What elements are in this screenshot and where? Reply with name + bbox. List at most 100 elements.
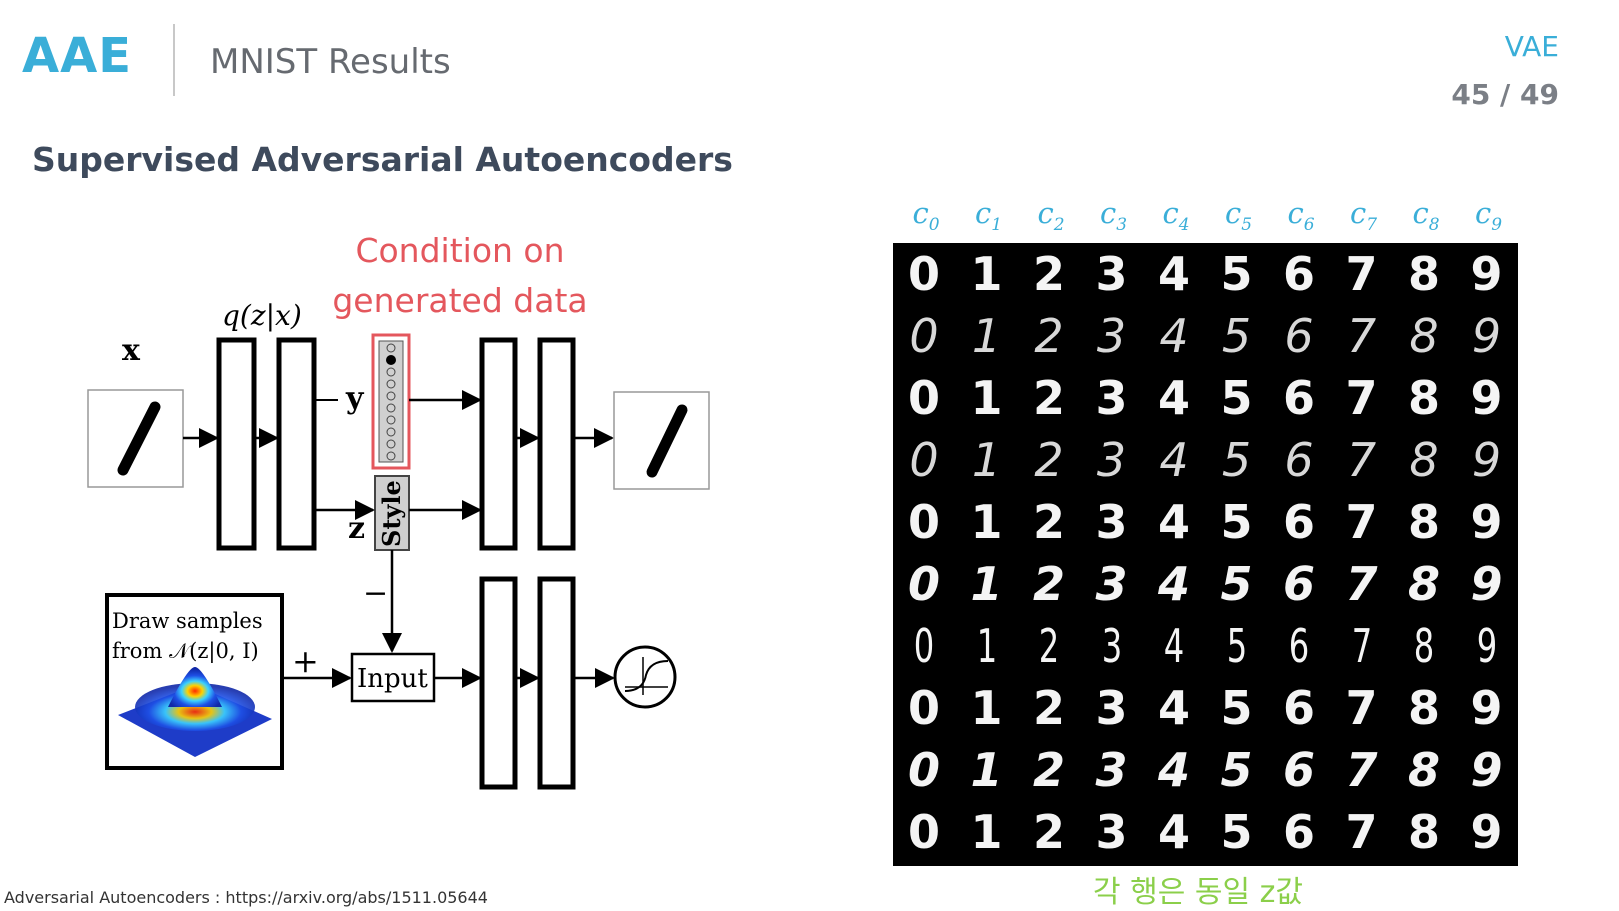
digit-cell: 8 [1393, 429, 1455, 491]
column-label-base: c [912, 196, 928, 230]
digit-cell: 0 [893, 429, 955, 491]
digit-cell: 3 [1081, 491, 1143, 553]
digit-cell: 9 [1456, 739, 1518, 801]
digit-cell: 5 [1206, 243, 1268, 305]
discriminator-layer-1 [482, 579, 515, 787]
digit-cell: 0 [893, 553, 955, 615]
digit-cell: 2 [1018, 553, 1080, 615]
input-x-label: x [122, 333, 141, 368]
prior-label-line2: from 𝒩(z|0, I) [112, 639, 259, 664]
digit-cell: 1 [956, 305, 1018, 367]
digit-cell: 5 [1206, 553, 1268, 615]
digit-cell: 8 [1393, 305, 1455, 367]
digit-cell: 1 [956, 801, 1018, 863]
digit-cell: 1 [956, 491, 1018, 553]
digit-cell: 2 [1018, 801, 1080, 863]
digit-cell: 1 [956, 553, 1018, 615]
digit-cell: 9 [1456, 429, 1518, 491]
column-label-base: c [1225, 196, 1241, 230]
digit-cell: 5 [1206, 305, 1268, 367]
digit-cell: 8 [1402, 615, 1445, 677]
page-counter: 45 / 49 [1451, 78, 1559, 111]
column-label-sub: 7 [1366, 215, 1377, 235]
column-label-0: c0 [895, 196, 957, 235]
digit-cell: 5 [1206, 491, 1268, 553]
digit-cell: 2 [1018, 305, 1080, 367]
digit-cell: 2 [1018, 367, 1080, 429]
digit-cell: 2 [1018, 429, 1080, 491]
digit-cell: 3 [1081, 243, 1143, 305]
digit-cell: 1 [956, 739, 1018, 801]
z-label: z [348, 511, 365, 546]
digit-cell: 5 [1206, 801, 1268, 863]
digit-row-2: 0123456789 [893, 367, 1518, 429]
digit-cell: 6 [1268, 367, 1330, 429]
column-label-9: c9 [1458, 196, 1520, 235]
decoder-layer-2 [540, 340, 573, 548]
digit-cell: 2 [1018, 739, 1080, 801]
digit-cell: 3 [1081, 801, 1143, 863]
plus-sign: + [292, 642, 319, 680]
digit-cell: 6 [1277, 615, 1320, 677]
digit-cell: 2 [1018, 243, 1080, 305]
prior-label-line1: Draw samples [112, 609, 263, 633]
column-label-sub: 4 [1179, 215, 1190, 235]
condition-annotation-line1: Condition on [330, 226, 590, 276]
column-label-base: c [1162, 196, 1178, 230]
column-label-7: c7 [1333, 196, 1395, 235]
discriminator-input-box: Input [352, 654, 434, 701]
column-label-base: c [1287, 196, 1303, 230]
digit-cell: 6 [1268, 243, 1330, 305]
digit-cell: 9 [1456, 305, 1518, 367]
digit-cell: 3 [1081, 677, 1143, 739]
digit-cell: 4 [1143, 243, 1205, 305]
column-label-sub: 3 [1116, 215, 1127, 235]
digit-cell: 9 [1456, 367, 1518, 429]
output-image [614, 392, 709, 489]
digit-cell: 0 [893, 367, 955, 429]
digit-cell: 5 [1206, 429, 1268, 491]
digit-cell: 3 [1081, 739, 1143, 801]
digit-cell: 3 [1081, 305, 1143, 367]
column-label-2: c2 [1020, 196, 1082, 235]
digit-cell: 3 [1081, 429, 1143, 491]
digit-cell: 4 [1143, 677, 1205, 739]
digit-cell: 9 [1456, 801, 1518, 863]
digit-cell: 8 [1393, 243, 1455, 305]
grid-caption: 각 행은 동일 z값 [1093, 867, 1303, 911]
digit-cell: 4 [1143, 801, 1205, 863]
column-label-base: c [1475, 196, 1491, 230]
column-label-8: c8 [1395, 196, 1457, 235]
digit-cell: 1 [956, 429, 1018, 491]
digit-cell: 3 [1081, 553, 1143, 615]
column-label-sub: 1 [991, 215, 1002, 235]
digit-cell: 8 [1393, 491, 1455, 553]
digit-cell: 6 [1268, 305, 1330, 367]
digit-cell: 6 [1268, 429, 1330, 491]
digit-cell: 4 [1143, 367, 1205, 429]
digit-cell: 0 [893, 677, 955, 739]
sigmoid-output-icon [615, 647, 675, 707]
digit-cell: 9 [1456, 243, 1518, 305]
digit-cell: 0 [893, 305, 955, 367]
digit-cell: 1 [956, 243, 1018, 305]
digit-cell: 4 [1143, 553, 1205, 615]
digit-cell: 3 [1090, 615, 1133, 677]
column-label-sub: 8 [1429, 215, 1440, 235]
brand-logo: AAE [22, 28, 132, 84]
digit-cell: 4 [1143, 739, 1205, 801]
column-label-base: c [1350, 196, 1366, 230]
style-label: Style [377, 480, 406, 547]
column-label-sub: 0 [929, 215, 940, 235]
digit-cell: 7 [1331, 243, 1393, 305]
column-label-6: c6 [1270, 196, 1332, 235]
digit-cell: 0 [893, 243, 955, 305]
digit-cell: 7 [1331, 491, 1393, 553]
digit-cell: 2 [1027, 615, 1070, 677]
